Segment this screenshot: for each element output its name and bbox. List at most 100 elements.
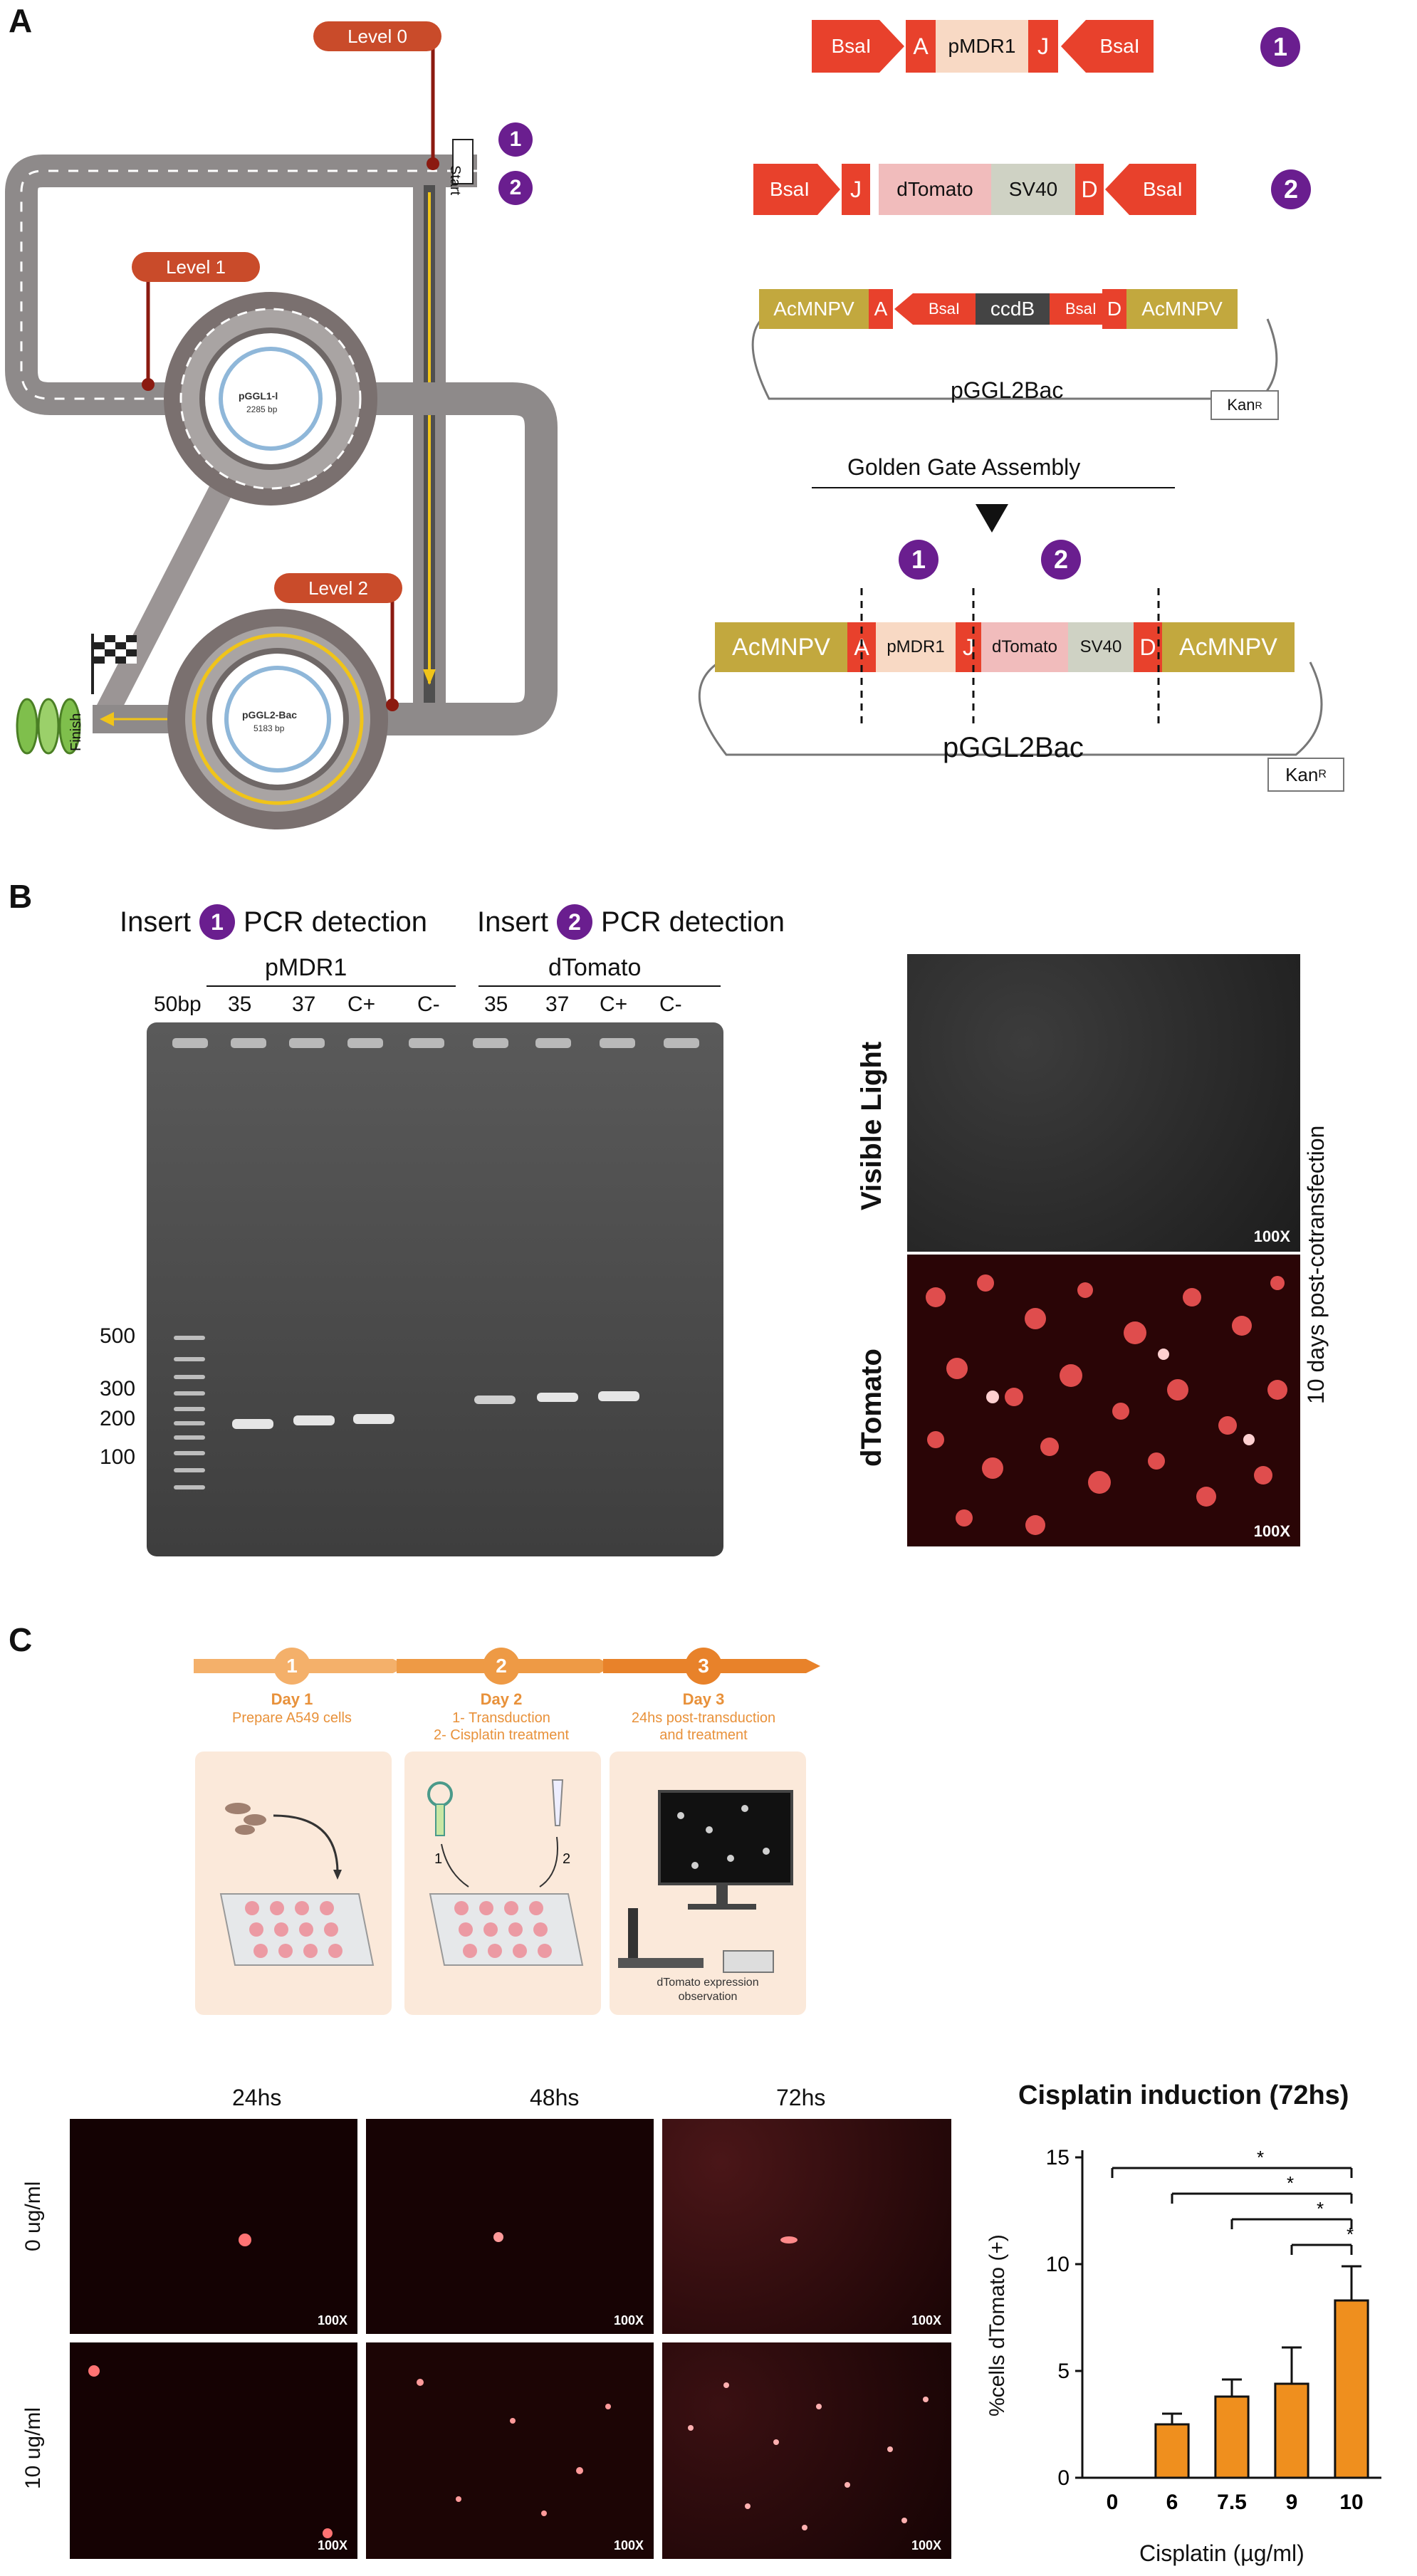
vector-backbone (751, 318, 1278, 400)
step-3-caption: dTomato expression (657, 1976, 759, 1989)
step-3-desc2: and treatment (659, 1727, 748, 1743)
x-tick-label-1: 6 (1166, 2491, 1178, 2514)
final-vector-name: pGGL2Bac (943, 732, 1084, 763)
final-d: D (1134, 622, 1162, 672)
pcr2-insert-word: Insert (477, 906, 549, 938)
panel-letter-c: C (9, 1621, 33, 1658)
insert-2-sv40: SV40 (991, 164, 1075, 215)
micro-0-48h-cells (493, 2232, 503, 2242)
final-pmdr1: pMDR1 (876, 622, 956, 672)
insert-1-bsai-right-arrow (1061, 20, 1154, 73)
x-tick-label-4: 10 (1339, 2491, 1363, 2514)
finish-label: Finish (68, 713, 84, 751)
pcr1-number: 1 (199, 904, 236, 940)
group-dtomato-label: dTomato (548, 954, 642, 981)
sig-star-1: * (1287, 2172, 1294, 2194)
time-label-48: 48hs (530, 2085, 580, 2110)
pcr2-detection: PCR detection (601, 906, 785, 938)
plasmid-1-name: pGGL1-l (239, 390, 278, 402)
step-3-number: 3 (685, 1648, 722, 1685)
chart-title: Cisplatin induction (72hs) (1018, 2080, 1349, 2110)
size-100: 100 (100, 1445, 136, 1469)
plasmid-2-name: pGGL2-Bac (242, 709, 298, 721)
dtomato-side-label: dTomato (856, 1349, 887, 1467)
insert-2-number: 2 (1271, 169, 1311, 209)
insert-2-bsai-left-arrow (753, 164, 840, 215)
step-3-card: dTomato expression observation (610, 1752, 806, 2015)
group-dtomato-rule (479, 985, 721, 987)
vector-a: A (869, 289, 893, 329)
golden-gate-title: Golden Gate Assembly (847, 454, 1081, 480)
size-200: 200 (100, 1407, 136, 1430)
size-500: 500 (100, 1324, 136, 1348)
insert-1-j: J (1028, 20, 1058, 73)
micro-0-24h-scale: 100X (317, 2313, 347, 2328)
step-2-arrow-label-2: 2 (563, 1851, 571, 1867)
micro-0-72h-cells (780, 2236, 798, 2243)
lane-cplus-a: C+ (347, 993, 376, 1016)
step-3-desc: 24hs post-transduction (631, 1710, 776, 1726)
vector-name: pGGL2Bac (951, 377, 1064, 403)
bar-7.5 (1214, 2395, 1250, 2479)
micro-10-72h-cells (688, 2382, 929, 2530)
insert-2-dtomato: dTomato (879, 164, 991, 215)
step-2-desc: 1- Transduction (452, 1710, 550, 1726)
chart-ylabel: %cells dTomato (+) (985, 2234, 1009, 2417)
group-pmdr1-rule (206, 985, 456, 987)
micro-10-24h-cells (88, 2365, 333, 2538)
insert-2-j: J (842, 164, 870, 215)
step-1-desc: Prepare A549 cells (232, 1710, 352, 1726)
micro-10-24h-scale: 100X (317, 2538, 347, 2553)
bar-9 (1274, 2382, 1309, 2479)
vector-kan-label: Kan (1227, 396, 1255, 414)
pcr2-header: Insert 2 PCR detection (477, 904, 785, 940)
step-2-number: 2 (483, 1648, 520, 1685)
micro-0-24h: 100X (70, 2119, 357, 2334)
pcr1-insert-word: Insert (120, 906, 192, 938)
final-dtomato: dTomato (981, 622, 1068, 672)
panel-letter-a: A (9, 2, 33, 39)
insert-1-pmdr1: pMDR1 (936, 20, 1028, 73)
final-sv40: SV40 (1068, 622, 1134, 672)
insert-1-number: 1 (1260, 27, 1300, 67)
final-kan-label: Kan (1285, 763, 1319, 785)
step-2-plate-illustration (427, 1779, 584, 1966)
vector-bsai-2: BsaI (1065, 300, 1097, 318)
insert-2-bsai-right-arrow (1105, 164, 1196, 215)
insert-2-bsai-right: BsaI (1142, 178, 1183, 200)
micro-0-24h-cells (239, 2234, 251, 2246)
micro-10-24h: 100X (70, 2342, 357, 2559)
plasmid-1-size: 2285 bp (246, 404, 278, 414)
y-tick-label-1: 5 (1057, 2360, 1070, 2383)
dtomato-cells (926, 1274, 1287, 1535)
lane-37-b: 37 (545, 993, 570, 1016)
vector-acmnpv-left: AcMNPV (759, 289, 869, 329)
lane-35-a: 35 (228, 993, 252, 1016)
step-1-card (195, 1752, 392, 2015)
lane-ladder: 50bp (154, 993, 202, 1016)
dose-label-10: 10 ug/ml (21, 2407, 45, 2489)
micro-10-48h-cells (417, 2379, 611, 2516)
step-2-day: Day 2 (480, 1690, 523, 1708)
micro-0-72h: 100X (662, 2119, 951, 2334)
x-tick-label-3: 9 (1286, 2491, 1298, 2514)
micro-10-72h-scale: 100X (911, 2538, 941, 2553)
vector-acmnpv-right: AcMNPV (1126, 289, 1238, 329)
insert-1-bsai-left: BsaI (831, 35, 872, 57)
bar-6 (1154, 2423, 1190, 2479)
insert-1-bsai-left-arrow (812, 20, 904, 73)
start-label: Start (447, 165, 463, 196)
lane-cminus-a: C- (417, 993, 440, 1016)
visible-light-micrograph: 100X (907, 954, 1300, 1252)
assembly-down-arrow (976, 504, 1008, 533)
group-pmdr1-label: pMDR1 (265, 954, 347, 981)
insert-2-bsai-left: BsaI (769, 178, 810, 200)
insert-1-a: A (906, 20, 936, 73)
time-label-72: 72hs (776, 2085, 826, 2110)
time-label-24: 24hs (232, 2085, 282, 2110)
lane-cminus-b: C- (659, 993, 682, 1016)
insert-marker-2: 2 (498, 171, 533, 205)
insert-1-bsai-right: BsaI (1099, 35, 1140, 57)
